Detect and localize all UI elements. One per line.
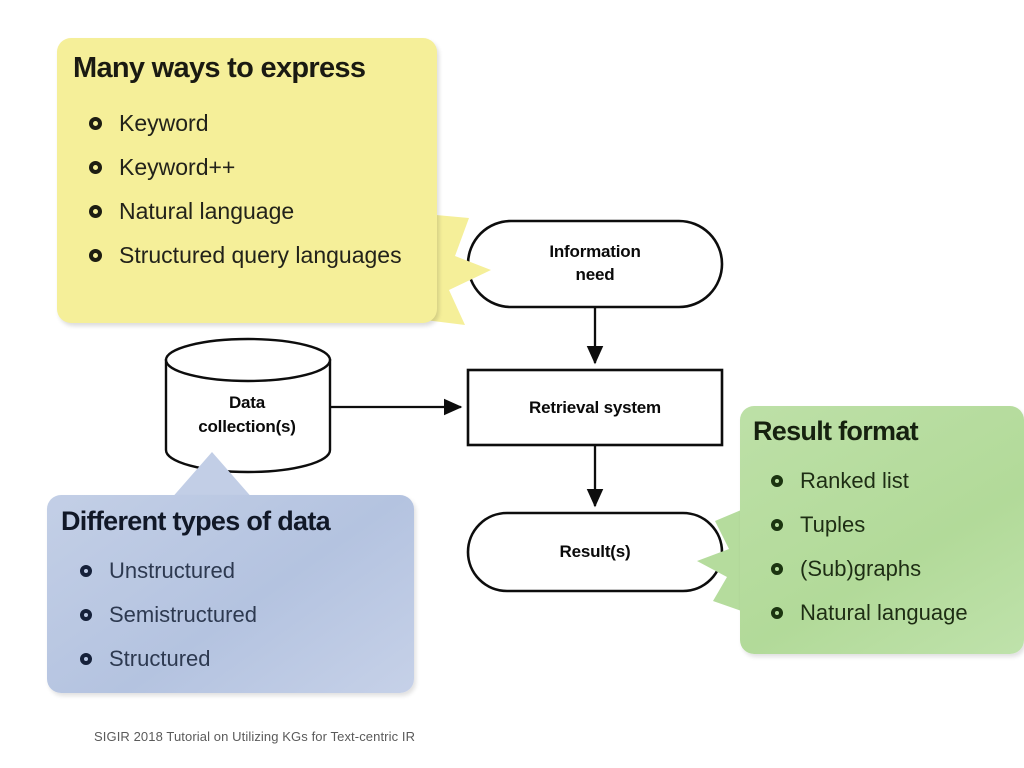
ring-bullet-icon <box>80 609 92 621</box>
list-item-label: Keyword <box>119 110 209 136</box>
list-item-label: Structured query languages <box>119 242 402 268</box>
ring-bullet-icon <box>771 519 783 531</box>
list-item-label: (Sub)graphs <box>800 556 922 581</box>
node-retrieval-system[interactable] <box>466 368 724 447</box>
list-item-label: Structured <box>109 646 211 671</box>
list-item: Semistructured <box>77 593 404 637</box>
ring-bullet-icon <box>80 565 92 577</box>
list-item-label: Semistructured <box>109 602 257 627</box>
callout-tail-query <box>425 214 491 325</box>
list-item: Natural language <box>87 189 427 233</box>
slide-footer-note: SIGIR 2018 Tutorial on Utilizing KGs for… <box>94 729 416 744</box>
list-item-label: Natural language <box>119 198 295 224</box>
list-item-label: Ranked list <box>800 468 909 493</box>
list-item: Unstructured <box>77 549 404 593</box>
ring-bullet-icon <box>771 563 783 575</box>
list-item: Ranked list <box>768 459 1018 503</box>
ring-bullet-icon <box>89 117 102 130</box>
ring-bullet-icon <box>80 653 92 665</box>
list-item-label: Unstructured <box>109 558 235 583</box>
list-item: Keyword <box>87 101 427 145</box>
node-data-collection[interactable] <box>164 337 332 474</box>
list-item: (Sub)graphs <box>768 547 1018 591</box>
callout-tail-resultformat <box>697 505 753 615</box>
list-item-label: Keyword++ <box>119 154 236 180</box>
node-information-need[interactable] <box>466 219 724 309</box>
ring-bullet-icon <box>89 205 102 218</box>
list-item: Natural language <box>768 591 1018 635</box>
ring-bullet-icon <box>89 249 102 262</box>
list-item: Keyword++ <box>87 145 427 189</box>
callout-result-format[interactable]: Result format Ranked list Tuples (Sub)gr… <box>740 406 1024 654</box>
callout-tail-datatypes <box>170 452 254 500</box>
callout-resultformat-list: Ranked list Tuples (Sub)graphs Natural l… <box>768 459 1018 635</box>
list-item: Structured query languages <box>87 233 427 277</box>
list-item: Structured <box>77 637 404 681</box>
ring-bullet-icon <box>771 475 783 487</box>
ring-bullet-icon <box>89 161 102 174</box>
callout-many-ways-to-express[interactable]: Many ways to express Keyword Keyword++ N… <box>57 38 437 323</box>
callout-datatypes-title: Different types of data <box>61 506 331 536</box>
node-results[interactable] <box>466 511 724 593</box>
callout-query-title: Many ways to express <box>73 52 366 84</box>
ring-bullet-icon <box>771 607 783 619</box>
list-item: Tuples <box>768 503 1018 547</box>
list-item-label: Natural language <box>800 600 968 625</box>
callout-resultformat-title: Result format <box>753 416 919 446</box>
callout-different-types-of-data[interactable]: Different types of data Unstructured Sem… <box>47 495 414 693</box>
callout-query-list: Keyword Keyword++ Natural language Struc… <box>87 101 427 277</box>
list-item-label: Tuples <box>800 512 866 537</box>
callout-datatypes-list: Unstructured Semistructured Structured <box>77 549 404 681</box>
